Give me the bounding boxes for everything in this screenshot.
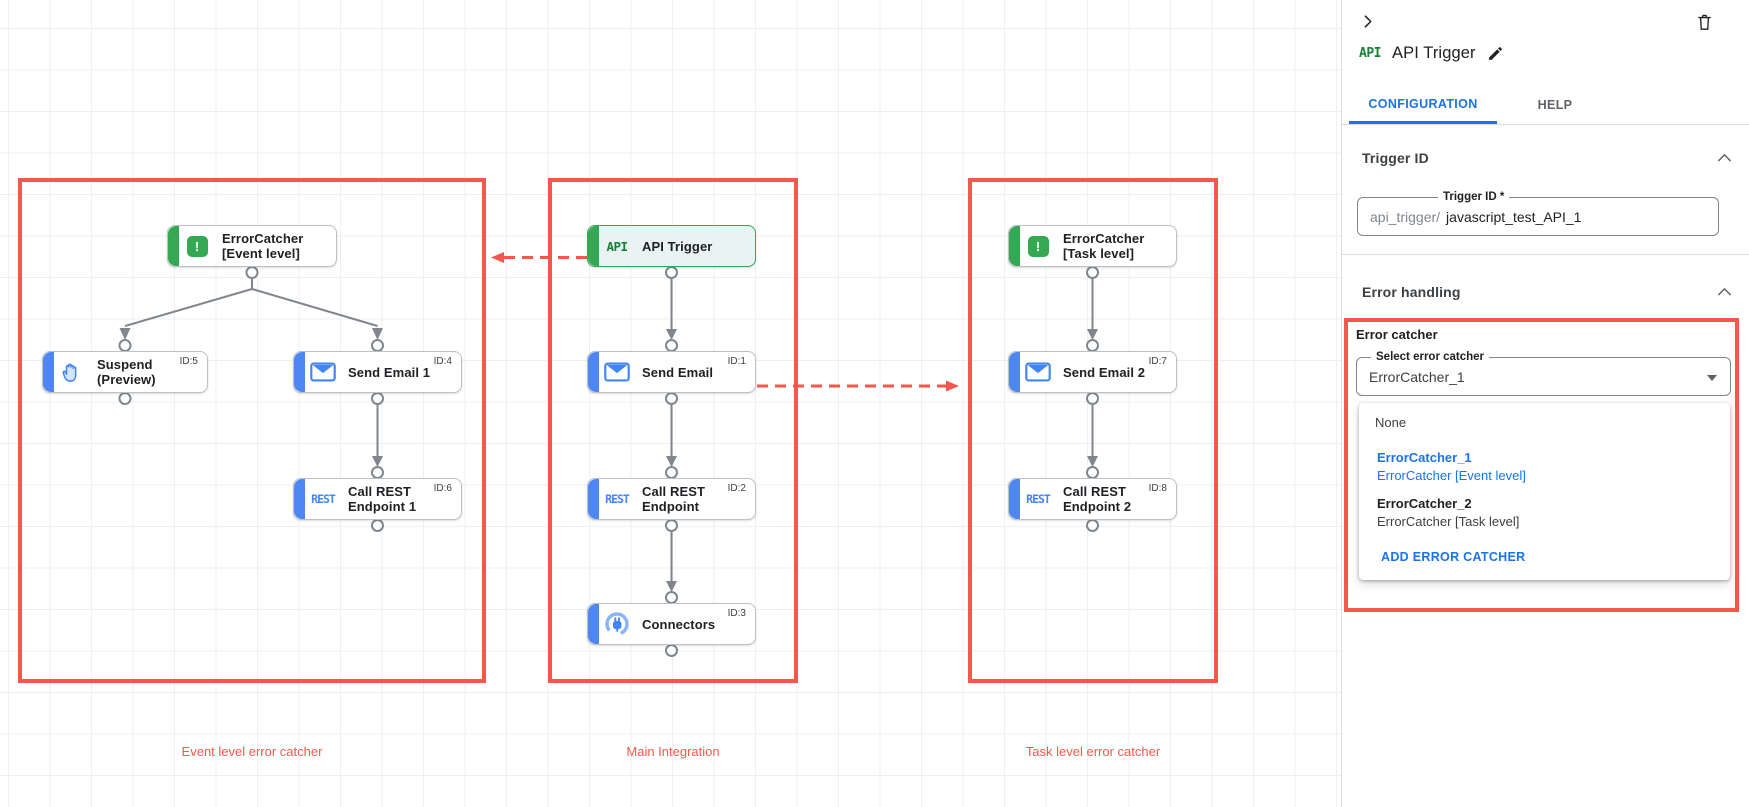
api-icon: API xyxy=(606,238,628,254)
chevron-up-icon xyxy=(1718,287,1731,296)
trash-icon xyxy=(1697,14,1711,30)
node-title: ErrorCatcher [Event level] xyxy=(222,231,304,261)
node-title: Send Email 2 xyxy=(1063,364,1146,380)
section-divider xyxy=(1342,254,1749,255)
node-title: Call REST Endpoint xyxy=(642,484,706,514)
menu-item-errorcatcher-2-sub[interactable]: ErrorCatcher [Task level] xyxy=(1377,514,1520,529)
connectors-icon xyxy=(603,611,631,637)
section-heading-trigger-id: Trigger ID xyxy=(1362,150,1429,166)
collapse-section-trigger-id[interactable] xyxy=(1716,150,1733,164)
email-icon xyxy=(1024,362,1052,382)
node-title: Call REST Endpoint 1 xyxy=(348,484,417,514)
trigger-id-prefix: api_trigger/ xyxy=(1370,208,1441,225)
panel-header: API API Trigger xyxy=(1359,44,1504,63)
node-accent-bar xyxy=(588,226,599,266)
node-title: API Trigger xyxy=(642,238,713,254)
node-accent-bar xyxy=(1009,352,1020,392)
add-error-catcher-button[interactable]: ADD ERROR CATCHER xyxy=(1381,550,1526,564)
node-id-badge: ID:2 xyxy=(727,483,746,494)
node-errorcatcher-task-level[interactable]: ! ErrorCatcher [Task level] xyxy=(1008,225,1177,267)
menu-item-errorcatcher-2[interactable]: ErrorCatcher_2 xyxy=(1377,496,1472,511)
tab-configuration[interactable]: CONFIGURATION xyxy=(1349,86,1497,124)
group-label-main-integration: Main Integration xyxy=(626,744,720,759)
section-heading-error-handling: Error handling xyxy=(1362,284,1461,300)
node-title: Call REST Endpoint 2 xyxy=(1063,484,1132,514)
node-title: Connectors xyxy=(642,616,716,632)
node-id-badge: ID:5 xyxy=(179,356,198,367)
node-suspend-preview[interactable]: Suspend (Preview) ID:5 xyxy=(42,351,208,393)
node-accent-bar xyxy=(588,352,599,392)
node-title: ErrorCatcher [Task level] xyxy=(1063,231,1145,261)
panel-title: API Trigger xyxy=(1391,44,1476,62)
node-accent-bar xyxy=(1009,226,1020,266)
rest-icon: REST xyxy=(1026,492,1051,506)
node-accent-bar xyxy=(588,604,599,644)
node-id-badge: ID:7 xyxy=(1148,356,1167,367)
error-catcher-label: Error catcher xyxy=(1356,327,1438,342)
node-send-email[interactable]: Send Email ID:1 xyxy=(587,351,756,393)
trigger-id-field-label: Trigger ID * xyxy=(1438,191,1510,204)
config-panel: API API Trigger CONFIGURATION HELP Trigg… xyxy=(1341,0,1749,807)
error-catcher-icon: ! xyxy=(183,235,211,257)
node-errorcatcher-event-level[interactable]: ! ErrorCatcher [Event level] xyxy=(167,225,337,267)
suspend-hand-icon xyxy=(58,361,86,384)
select-error-catcher-value: ErrorCatcher_1 xyxy=(1369,368,1465,385)
node-id-badge: ID:6 xyxy=(433,483,452,494)
node-title: Send Email 1 xyxy=(348,364,431,380)
node-title: Suspend (Preview) xyxy=(97,357,156,387)
group-label-task-level: Task level error catcher xyxy=(1025,744,1161,759)
tab-help[interactable]: HELP xyxy=(1515,86,1595,124)
email-icon xyxy=(309,362,337,382)
integration-canvas[interactable]: ! ErrorCatcher [Event level] Suspend (Pr… xyxy=(0,0,1341,807)
rest-icon: REST xyxy=(311,492,336,506)
node-call-rest-endpoint-2[interactable]: REST Call REST Endpoint 2 ID:8 xyxy=(1008,478,1177,520)
node-send-email-2[interactable]: Send Email 2 ID:7 xyxy=(1008,351,1177,393)
node-send-email-1[interactable]: Send Email 1 ID:4 xyxy=(293,351,462,393)
node-accent-bar xyxy=(1009,479,1020,519)
trigger-id-value[interactable]: javascript_test_API_1 xyxy=(1446,208,1582,225)
node-id-badge: ID:3 xyxy=(727,608,746,619)
chevron-up-icon xyxy=(1718,153,1731,162)
delete-trigger-button[interactable] xyxy=(1691,9,1717,35)
node-accent-bar xyxy=(588,479,599,519)
collapse-section-error-handling[interactable] xyxy=(1716,284,1733,298)
rest-icon: REST xyxy=(605,492,630,506)
api-trigger-icon: API xyxy=(1359,46,1381,61)
edit-label-button[interactable] xyxy=(1487,45,1504,62)
email-icon xyxy=(603,362,631,382)
menu-item-errorcatcher-1[interactable]: ErrorCatcher_1 xyxy=(1377,450,1472,465)
pencil-icon xyxy=(1488,47,1502,60)
node-call-rest-endpoint[interactable]: REST Call REST Endpoint ID:2 xyxy=(587,478,756,520)
menu-item-none[interactable]: None xyxy=(1375,415,1407,430)
node-accent-bar xyxy=(168,226,179,266)
chevron-right-icon xyxy=(1364,14,1371,28)
select-error-catcher-label: Select error catcher xyxy=(1371,351,1490,364)
group-label-event-level: Event level error catcher xyxy=(181,744,323,759)
canvas-grid xyxy=(0,0,1341,807)
edges-layer xyxy=(118,252,1099,657)
error-catcher-icon: ! xyxy=(1024,235,1052,257)
menu-item-errorcatcher-1-sub[interactable]: ErrorCatcher [Event level] xyxy=(1377,468,1526,483)
panel-tabs: CONFIGURATION HELP xyxy=(1342,86,1749,125)
dropdown-caret-icon[interactable] xyxy=(1707,375,1717,381)
node-id-badge: ID:1 xyxy=(727,356,746,367)
select-error-catcher[interactable]: Select error catcher ErrorCatcher_1 xyxy=(1356,351,1731,396)
node-api-trigger[interactable]: API API Trigger xyxy=(587,225,756,267)
node-accent-bar xyxy=(294,352,305,392)
node-accent-bar xyxy=(43,352,54,392)
node-connectors[interactable]: Connectors ID:3 xyxy=(587,603,756,645)
node-id-badge: ID:4 xyxy=(433,356,452,367)
node-call-rest-endpoint-1[interactable]: REST Call REST Endpoint 1 ID:6 xyxy=(293,478,462,520)
node-id-badge: ID:8 xyxy=(1148,483,1167,494)
node-title: Send Email xyxy=(642,364,714,380)
node-accent-bar xyxy=(294,479,305,519)
error-catcher-dropdown-menu: None ErrorCatcher_1 ErrorCatcher [Event … xyxy=(1359,403,1730,580)
collapse-panel-button[interactable] xyxy=(1354,8,1380,34)
trigger-id-field[interactable]: Trigger ID * api_trigger/ javascript_tes… xyxy=(1357,191,1719,236)
